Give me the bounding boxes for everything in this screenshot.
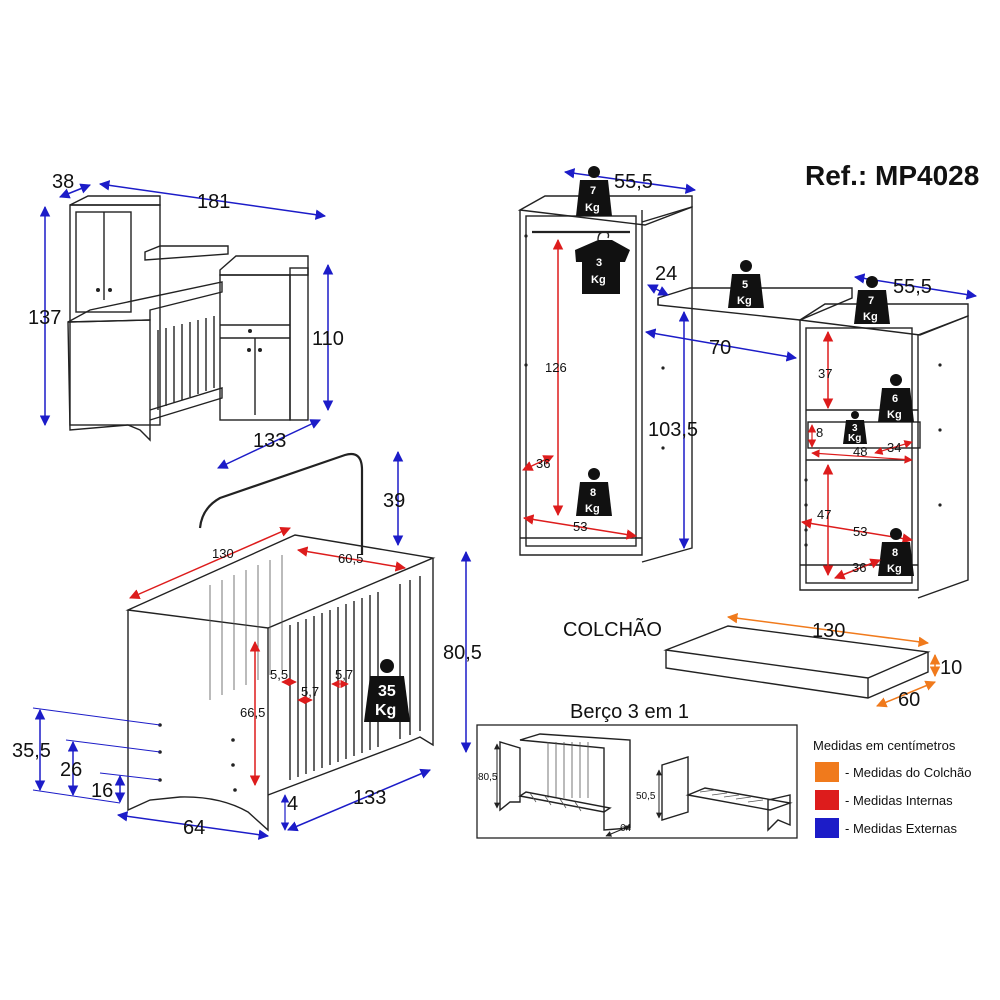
crib-weight-unit: Kg [375,702,396,719]
shelf-depth-label: 24 [655,263,677,285]
wardrobe-bottom-weight-icon: 8 Kg [576,468,612,516]
crib-height-label: 80,5 [443,642,482,664]
overview-dresser-height-label: 110 [312,328,344,350]
crib-inner-height-label: 66,5 [240,705,265,720]
dresser-shelf-weight-icon: 6 Kg [878,374,914,422]
crib-slot-b-label: 5,7 [301,684,319,699]
crib-level-3-label: 16 [91,780,113,802]
convertible-panel [476,724,798,839]
dresser-drawer-weight-unit: Kg [848,433,861,444]
dresser-depth-label: 55,5 [893,276,932,298]
legend-mattress-swatch [815,762,839,782]
overview-drawing [67,195,309,442]
dresser-inner-depth-label: 36 [852,560,866,575]
legend-internal-label: - Medidas Internas [845,793,953,808]
mattress-height-label: 10 [940,657,962,679]
wardrobe-inner-height-label: 126 [545,360,567,375]
dresser-top-weight-icon: 7 Kg [854,276,890,324]
overview-total-height-label: 137 [28,307,61,329]
wardrobe-rod-weight-icon: 3 Kg [575,231,630,294]
crib-slot-c-label: 5,7 [335,667,353,682]
crib-slot-a-label: 5,5 [270,667,288,682]
crib-side-label: 4 [287,793,298,815]
overview-length-label: 133 [253,430,286,452]
dresser-lower-height-label: 47 [817,507,831,522]
convertible-crib-height-label: 80,5 [478,772,498,783]
wardrobe-inner-depth-label: 36 [536,456,550,471]
shelf-weight-value: 5 [742,279,748,291]
dresser-bottom-weight-icon: 8 Kg [878,528,914,576]
overview-crib-slats [149,316,223,421]
crib-headboard-label: 39 [383,490,405,512]
wardrobe-bottom-weight-value: 8 [590,487,596,499]
dresser-shelf-weight-unit: Kg [887,409,902,421]
convertible-title: Berço 3 em 1 [570,701,689,723]
shelf-weight-icon: 5 Kg [728,260,764,308]
crib-level-2-label: 26 [60,759,82,781]
dresser-top-weight-value: 7 [868,295,874,307]
crib-level-1-label: 35,5 [12,740,51,762]
mattress-length-label: 130 [812,620,845,642]
wardrobe-height-label: 103,5 [648,419,698,441]
mattress-drawing [663,625,931,699]
crib-inner-width-label: 130 [212,546,234,561]
reference-code: Ref.: MP4028 [805,160,979,191]
crib-weight-value: 35 [378,683,396,700]
wardrobe-inner-width-label: 53 [573,519,587,534]
dresser-bottom-weight-value: 8 [892,547,898,559]
dresser-top-weight-unit: Kg [863,311,878,323]
dresser-bottom-weight-unit: Kg [887,563,902,575]
convertible-bed-drawing [661,756,793,832]
wardrobe-top-weight-unit: Kg [585,202,600,214]
wardrobe-top-weight-icon: 7 Kg [576,166,612,216]
dresser-inner-width-label: 53 [853,524,867,539]
legend-external-label: - Medidas Externas [845,821,957,836]
mattress-depth-label: 60 [898,689,920,711]
legend-internal-swatch [815,790,839,810]
wardrobe-depth-label: 55,5 [614,171,653,193]
crib-length-label: 133 [353,787,386,809]
overview-width-label: 181 [197,191,230,213]
legend: Medidas em centímetros - Medidas do Colc… [813,738,971,838]
crib-weight-icon: 35 Kg [364,659,410,722]
convertible-bed-height-label: 50,5 [636,791,656,802]
overview-depth-label: 38 [52,171,74,193]
legend-mattress-label: - Medidas do Colchão [845,765,971,780]
dresser-drawer-depth-label: 34 [887,440,901,455]
wardrobe-bottom-weight-unit: Kg [585,503,600,515]
dresser-drawer-weight-value: 3 [852,423,858,434]
crib-drawing [125,452,436,832]
legend-external-swatch [815,818,839,838]
wardrobe-rod-weight-value: 3 [596,257,602,269]
shelf-drawing [657,287,853,321]
dresser-drawer-weight-icon: 3 Kg [843,411,867,444]
convertible-crib-depth-label: 64 [620,823,632,834]
legend-title: Medidas em centímetros [813,738,956,753]
mattress-label: COLCHÃO [563,617,662,641]
shelf-weight-unit: Kg [737,295,752,307]
crib-inner-depth-label: 60,5 [338,551,363,566]
crib-depth-label: 64 [183,817,205,839]
convertible-crib-drawing [499,733,631,831]
wardrobe-top-weight-value: 7 [590,185,596,197]
shelf-length-label: 70 [709,337,731,359]
dresser-niche-height-label: 37 [818,366,832,381]
dresser-shelf-weight-value: 6 [892,393,898,405]
dresser-drawer-width-label: 48 [853,444,867,459]
wardrobe-rod-weight-unit: Kg [591,274,606,286]
dresser-drawer-height-label: 8 [816,425,823,440]
